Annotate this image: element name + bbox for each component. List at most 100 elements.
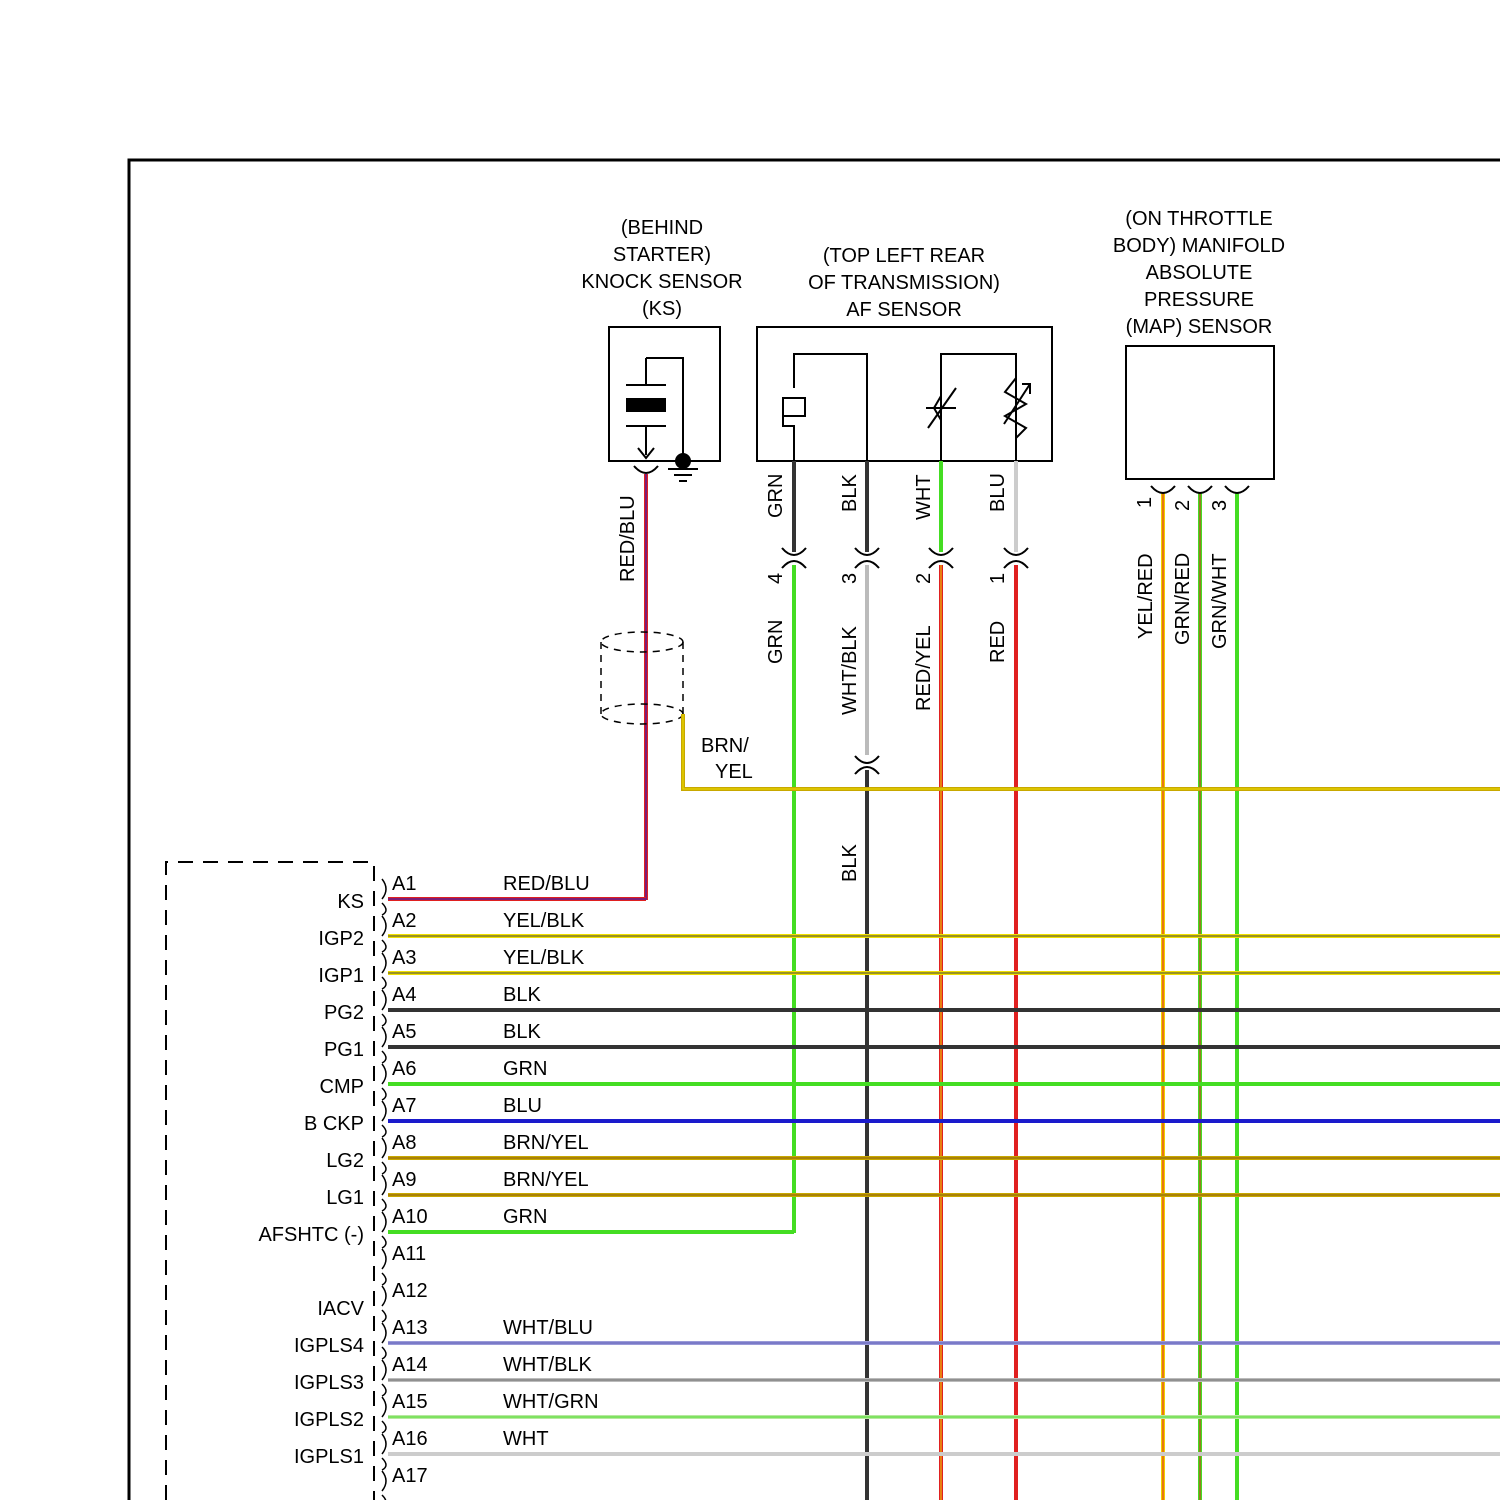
af-top-wire-blk-label: BLK (839, 474, 861, 512)
ecm-pin-label: A4 (392, 984, 416, 1006)
ecm-pin-label: A5 (392, 1021, 416, 1043)
map-connector-pin2-icon (1188, 486, 1212, 493)
knock-sensor-label-1: (BEHIND (621, 217, 703, 239)
ecm-wire-color-label: WHT/GRN (503, 1391, 599, 1413)
map-connector-pin3-icon (1225, 486, 1249, 493)
af-harness-red-label: RED (987, 621, 1009, 663)
ecm-terminal-name: KS (337, 891, 364, 913)
ecm-terminal-name: LG1 (326, 1187, 364, 1209)
ecm-terminal-bracket-icon (382, 990, 386, 1026)
map-connector-pin1-icon (1151, 486, 1175, 493)
ecm-pin-label: A13 (392, 1317, 428, 1339)
ecm-pin-label: A15 (392, 1391, 428, 1413)
ecm-terminal-name: IGPLS3 (294, 1372, 364, 1394)
af-pin4-label: 4 (765, 573, 787, 584)
ecm-terminal-name: IGPLS1 (294, 1446, 364, 1468)
ecm-terminal-bracket-icon (382, 1064, 386, 1100)
map-wire-grn-red-label: GRN/RED (1172, 553, 1194, 645)
af-pin2-label: 2 (913, 573, 935, 584)
af-pin1-label: 1 (987, 573, 1009, 584)
map-pin3-label: 3 (1209, 500, 1231, 511)
af-sensor-label-2: OF TRANSMISSION) (808, 272, 1000, 294)
af-harness-wht-blk-label: WHT/BLK (839, 625, 861, 715)
map-wire-grn-wht-label: GRN/WHT (1209, 553, 1231, 649)
ecm-wire-color-label: YEL/BLK (503, 947, 585, 969)
ecm-wire-color-label: WHT (503, 1428, 549, 1450)
ecm-pin-label: A8 (392, 1132, 416, 1154)
ecm-pin-label: A12 (392, 1280, 428, 1302)
ecm-terminal-bracket-icon (382, 1397, 386, 1433)
ecm-terminal-bracket-icon (382, 1138, 386, 1174)
knock-connector-icon (634, 466, 658, 473)
ecm-wire-color-label: GRN (503, 1206, 547, 1228)
rotated-labels: RED/BLU GRN BLK WHT BLU 4 3 2 1 GRN WHT/… (617, 473, 1231, 882)
ecm-wire-color-label: BLU (503, 1095, 542, 1117)
ecm-terminal-bracket-icon (382, 879, 386, 915)
ecm-pin-label: A3 (392, 947, 416, 969)
shield-wire-label-1: BRN/ (701, 735, 749, 757)
ecm-wire-color-label: BLK (503, 1021, 541, 1043)
wire-shield-brn-yel-stripe (683, 714, 1500, 789)
ecm-terminal-name: CMP (320, 1076, 364, 1098)
ecm-terminal-name: LG2 (326, 1150, 364, 1172)
af-harness-grn-label: GRN (765, 620, 787, 664)
knock-sensor-label-2: STARTER) (613, 244, 711, 266)
map-sensor-label-1: (ON THROTTLE (1125, 208, 1272, 230)
knock-sensor-box (609, 327, 720, 461)
ecm-terminal-name: AFSHTC (-) (258, 1224, 364, 1246)
ecm-terminal-name: IGP1 (318, 965, 364, 987)
ecm-box-outline (166, 862, 374, 1500)
map-sensor-label-3: ABSOLUTE (1146, 262, 1253, 284)
ecm-terminal-bracket-icon (382, 1101, 386, 1137)
ecm-terminal-bracket-icon (382, 1212, 386, 1248)
ecm-pin-label: A16 (392, 1428, 428, 1450)
knock-sensor-label-3: KNOCK SENSOR (581, 271, 742, 293)
ecm-terminal-bracket-icon (382, 1323, 386, 1359)
map-wire-yel-red-label: YEL/RED (1135, 553, 1157, 639)
af-top-wire-grn-label: GRN (765, 474, 787, 518)
map-pin2-label: 2 (1172, 500, 1194, 511)
af-top-wire-wht-label: WHT (913, 474, 935, 520)
ecm-wire-color-label: YEL/BLK (503, 910, 585, 932)
af-lower-blk-label: BLK (839, 844, 861, 882)
map-sensor-label-4: PRESSURE (1144, 289, 1254, 311)
wire-shield-brn-yel (683, 714, 1500, 789)
ecm-terminal-bracket-icon (382, 1249, 386, 1285)
ecm-terminal-name: PG1 (324, 1039, 364, 1061)
map-sensor-box (1126, 346, 1274, 479)
map-sensor: (ON THROTTLE BODY) MANIFOLD ABSOLUTE PRE… (1113, 208, 1285, 479)
af-heater-element-symbol (783, 354, 867, 461)
ecm-terminal-bracket-icon (382, 1027, 386, 1063)
knock-sensor-label-4: (KS) (642, 298, 682, 320)
ecm-wire-color-label: WHT/BLU (503, 1317, 593, 1339)
ecm-terminal-rows: A1KSRED/BLUA2IGP2YEL/BLKA3IGP1YEL/BLKA4P… (258, 873, 1500, 1500)
ecm-terminal-bracket-icon (382, 1286, 386, 1322)
ecm-wire-color-label: WHT/BLK (503, 1354, 593, 1376)
ecm-pin-label: A10 (392, 1206, 428, 1228)
shield-wire-label-2: YEL (715, 761, 753, 783)
ecm-wire-color-label: BRN/YEL (503, 1169, 589, 1191)
ecm-pin-label: A7 (392, 1095, 416, 1117)
ecm-terminal-name: PG2 (324, 1002, 364, 1024)
ecm-wire-color-label: RED/BLU (503, 873, 590, 895)
ecm-terminal-name: IACV (317, 1298, 364, 1320)
piezo-crystal-symbol (626, 398, 666, 412)
ecm-wire-color-label: BRN/YEL (503, 1132, 589, 1154)
knock-sensor: (BEHIND STARTER) KNOCK SENSOR (KS) (581, 217, 742, 481)
af-top-wire-blu-label: BLU (987, 473, 1009, 512)
ecm-terminal-name: IGPLS4 (294, 1335, 364, 1357)
ecm-terminal-bracket-icon (382, 1175, 386, 1211)
shield-icon (601, 632, 683, 724)
ecm-terminal-bracket-icon (382, 1471, 386, 1500)
af-sensing-element-symbol (926, 354, 1030, 461)
ecm-pin-label: A9 (392, 1169, 416, 1191)
ecm-terminal-name: B CKP (304, 1113, 364, 1135)
ecm-pin-label: A6 (392, 1058, 416, 1080)
map-pin1-label: 1 (1134, 497, 1156, 508)
af-harness-red-yel-label: RED/YEL (913, 625, 935, 711)
ground-icon (668, 453, 698, 481)
ecm-terminal-bracket-icon (382, 1434, 386, 1470)
af-sensor-label-3: AF SENSOR (846, 299, 962, 321)
ecm-pin-label: A11 (392, 1243, 426, 1265)
